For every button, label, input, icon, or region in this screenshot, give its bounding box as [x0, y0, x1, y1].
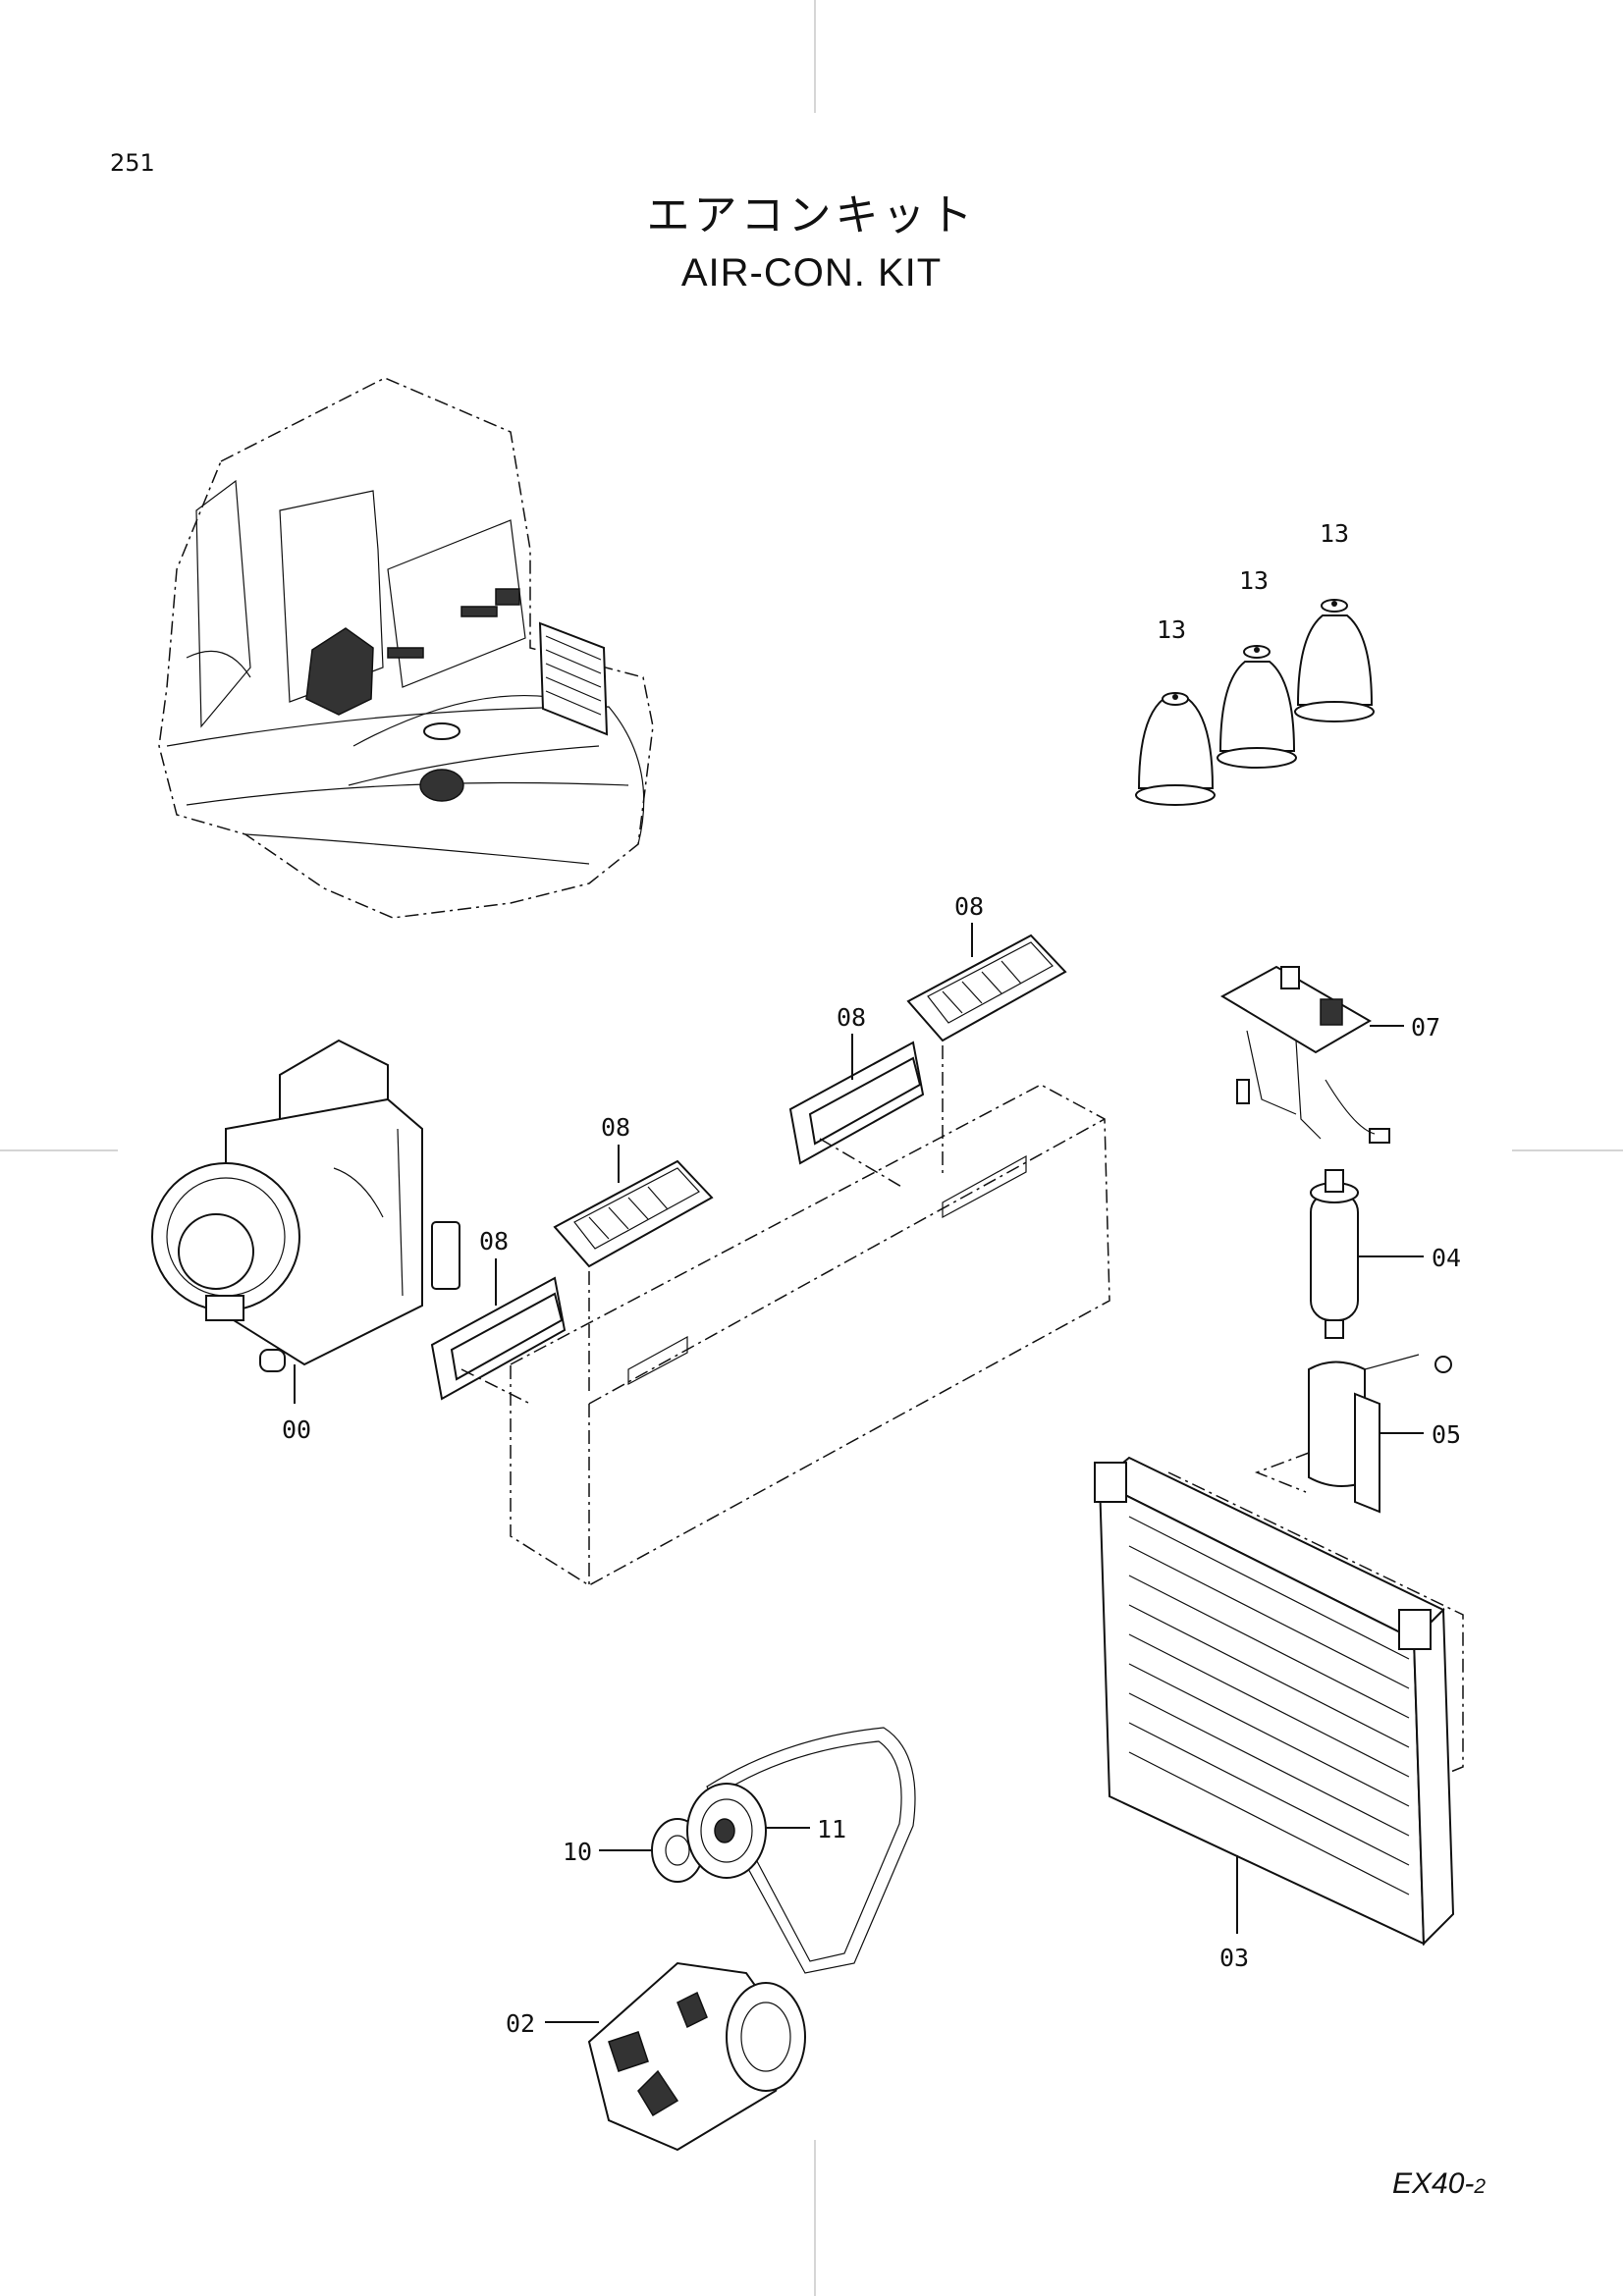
callout-13-b: 13 — [1239, 566, 1269, 595]
refrigerant-can-2 — [1217, 645, 1297, 769]
callout-05: 05 — [1432, 1420, 1461, 1449]
model-code-suffix: 2 — [1474, 2175, 1487, 2198]
callout-08-upper: 08 — [837, 1003, 866, 1032]
page-number: 251 — [110, 149, 155, 177]
callout-11: 11 — [817, 1815, 846, 1843]
page-title-english: AIR-CON. KIT — [680, 251, 943, 294]
callout-13-a: 13 — [1157, 615, 1186, 644]
receiver-bracket — [1254, 1354, 1452, 1514]
callout-02: 02 — [506, 2009, 535, 2038]
callout-10: 10 — [563, 1838, 592, 1866]
louver-grille-center — [553, 1159, 714, 1394]
duct-box — [510, 1084, 1110, 1586]
louver-grille-upper — [788, 1041, 925, 1189]
model-code: EX40-2 — [1392, 2167, 1486, 2201]
control-panel — [1219, 965, 1404, 1144]
page-title-japanese: エアコンキット — [646, 190, 977, 240]
callout-13-c: 13 — [1320, 519, 1349, 548]
model-code-main: EX40- — [1392, 2167, 1475, 2200]
cab-condenser-illustration — [538, 621, 609, 736]
callout-03: 03 — [1219, 1944, 1249, 1972]
compressor — [545, 1961, 806, 2152]
callout-08-top: 08 — [954, 892, 984, 921]
refrigerant-can-3 — [1294, 599, 1375, 722]
drive-belt — [706, 1727, 916, 1974]
receiver-drier — [1310, 1169, 1424, 1339]
title-block: エアコンキット AIR-CON. KIT — [0, 187, 1623, 300]
callout-08-lower-left: 08 — [479, 1227, 509, 1255]
cab-heater-unit-illustration — [305, 627, 374, 716]
heater-unit — [151, 1039, 460, 1404]
cab-compressor-illustration — [419, 722, 464, 802]
condenser — [1094, 1456, 1464, 1947]
callout-04: 04 — [1432, 1244, 1461, 1272]
idler-pulley — [686, 1783, 810, 1879]
refrigerant-can-1 — [1135, 692, 1216, 806]
louver-grille-top — [906, 934, 1067, 1178]
louver-grille-lower-left — [430, 1276, 567, 1405]
callout-00: 00 — [282, 1415, 311, 1444]
cab-vent-illustration — [387, 588, 520, 659]
callout-07: 07 — [1411, 1013, 1440, 1041]
excavator-overview-illustration — [158, 377, 654, 919]
callout-08-center: 08 — [601, 1113, 630, 1142]
